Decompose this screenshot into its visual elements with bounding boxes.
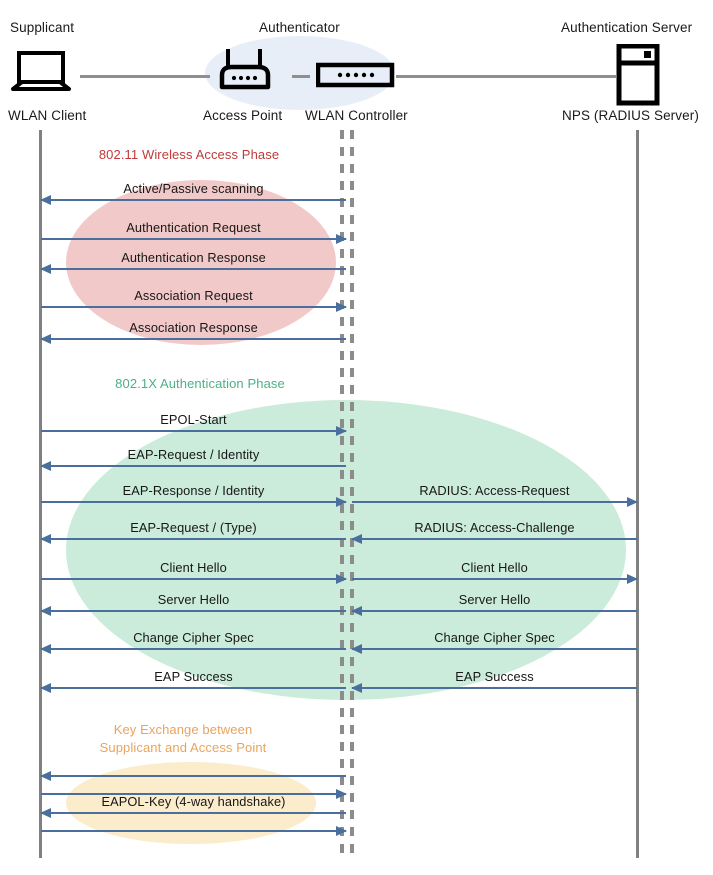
actor-role-auth-server: Authentication Server: [561, 20, 693, 35]
message-label: Client Hello: [461, 560, 528, 575]
message-label: Change Cipher Spec: [434, 630, 555, 645]
message-arrow-shaft: [41, 793, 346, 795]
arrowhead-left-icon: [351, 643, 362, 654]
arrowhead-right-icon: [336, 233, 347, 244]
server-rack-icon: [616, 43, 660, 106]
arrowhead-right-icon: [336, 425, 347, 436]
message-arrow-shaft: [352, 610, 637, 612]
message-label: EAP Success: [154, 669, 233, 684]
message-arrow-shaft: [41, 578, 346, 580]
message-label: Authentication Request: [126, 220, 261, 235]
message-label: Association Request: [134, 288, 253, 303]
phase-title-8021x: 802.1X Authentication Phase: [115, 376, 285, 391]
message-label: RADIUS: Access-Request: [419, 483, 570, 498]
message-label: Server Hello: [157, 592, 230, 607]
actor-device-nps-server: NPS (RADIUS Server): [562, 108, 699, 123]
arrowhead-right-icon: [336, 573, 347, 584]
message-label: EAP-Request / (Type): [130, 520, 257, 535]
message-label: Change Cipher Spec: [133, 630, 254, 645]
phase-title-80211: 802.11 Wireless Access Phase: [98, 147, 280, 162]
phase-title-key-exchange: Key Exchange between Supplicant and Acce…: [68, 721, 298, 757]
message-arrow-shaft: [41, 338, 346, 340]
message-label: Association Response: [129, 320, 258, 335]
message-arrow-shaft: [41, 610, 346, 612]
message-arrow-shaft: [41, 199, 346, 201]
message-label: Authentication Response: [121, 250, 266, 265]
actor-device-wlan-controller: WLAN Controller: [305, 108, 408, 123]
message-arrow-shaft: [352, 687, 637, 689]
message-label: EPOL-Start: [160, 412, 227, 427]
lifeline-auth-server: [636, 130, 639, 858]
arrowhead-right-icon: [336, 496, 347, 507]
message-label: EAP Success: [455, 669, 534, 684]
phase-title-key-exchange-line2: Supplicant and Access Point: [99, 740, 267, 755]
arrowhead-right-icon: [627, 496, 638, 507]
message-arrow-shaft: [41, 775, 346, 777]
arrowhead-right-icon: [336, 788, 347, 799]
phase-80211-ellipse: [66, 180, 336, 345]
arrowhead-right-icon: [627, 573, 638, 584]
arrowhead-left-icon: [40, 807, 51, 818]
phase-8021x-ellipse: [66, 400, 626, 700]
arrowhead-left-icon: [40, 194, 51, 205]
message-arrow-shaft: [41, 501, 346, 503]
laptop-icon: [10, 50, 72, 92]
arrowhead-left-icon: [40, 643, 51, 654]
actor-device-wlan-client: WLAN Client: [8, 108, 87, 123]
arrowhead-left-icon: [40, 770, 51, 781]
arrowhead-left-icon: [40, 460, 51, 471]
arrowhead-left-icon: [351, 533, 362, 544]
arrowhead-left-icon: [40, 605, 51, 616]
message-arrow-shaft: [352, 501, 637, 503]
message-arrow-shaft: [41, 465, 346, 467]
wireless-router-icon: [214, 47, 276, 93]
message-label: Client Hello: [160, 560, 227, 575]
network-switch-icon: [315, 62, 396, 90]
actor-device-access-point: Access Point: [203, 108, 283, 123]
message-label: EAP-Request / Identity: [127, 447, 260, 462]
actor-role-supplicant: Supplicant: [10, 20, 75, 35]
message-arrow-shaft: [41, 687, 346, 689]
message-label: EAP-Response / Identity: [122, 483, 265, 498]
message-arrow-shaft: [352, 538, 637, 540]
message-arrow-shaft: [352, 578, 637, 580]
message-label: RADIUS: Access-Challenge: [414, 520, 575, 535]
message-arrow-shaft: [41, 648, 346, 650]
message-arrow-shaft: [41, 830, 346, 832]
message-label: Server Hello: [458, 592, 531, 607]
message-arrow-shaft: [352, 648, 637, 650]
arrowhead-right-icon: [336, 825, 347, 836]
arrowhead-left-icon: [40, 263, 51, 274]
lifeline-access-point: [340, 130, 344, 858]
arrowhead-left-icon: [40, 533, 51, 544]
message-label: Active/Passive scanning: [123, 181, 264, 196]
message-arrow-shaft: [41, 430, 346, 432]
message-arrow-shaft: [41, 238, 346, 240]
message-arrow-shaft: [41, 306, 346, 308]
wire-client-to-ap: [80, 75, 210, 78]
actor-role-authenticator: Authenticator: [259, 20, 340, 35]
lifeline-supplicant: [39, 130, 42, 858]
lifeline-wlan-controller: [350, 130, 354, 858]
arrowhead-left-icon: [351, 605, 362, 616]
message-label: EAPOL-Key (4-way handshake): [101, 794, 286, 809]
message-arrow-shaft: [41, 812, 346, 814]
message-arrow-shaft: [41, 538, 346, 540]
wire-controller-to-server: [396, 75, 616, 78]
arrowhead-left-icon: [40, 333, 51, 344]
arrowhead-left-icon: [351, 682, 362, 693]
phase-title-key-exchange-line1: Key Exchange between: [113, 722, 253, 737]
arrowhead-left-icon: [40, 682, 51, 693]
arrowhead-right-icon: [336, 301, 347, 312]
wire-ap-to-controller: [292, 75, 310, 78]
message-arrow-shaft: [41, 268, 346, 270]
